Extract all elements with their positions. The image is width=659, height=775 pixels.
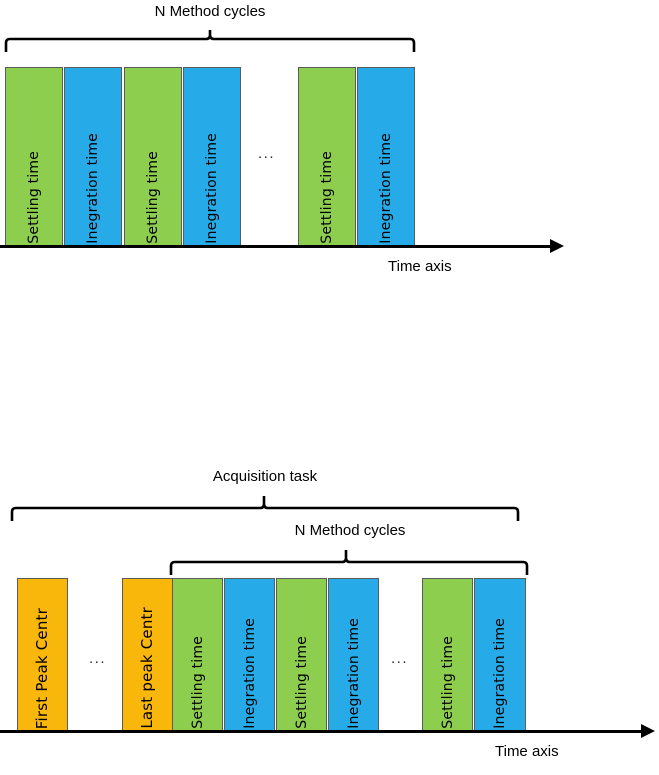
bottom-ellipsis-2: ... xyxy=(391,650,409,667)
top-brace-caption: N Method cycles xyxy=(154,3,266,20)
top-time-axis-arrow xyxy=(550,239,564,253)
bar-integration-time: Inegration time xyxy=(183,67,241,248)
top-brace xyxy=(0,30,430,52)
bar-settling-time: Settling time xyxy=(172,578,223,733)
bar-label: Settling time xyxy=(189,636,206,729)
top-time-axis-caption: Time axis xyxy=(388,258,452,275)
bar-label: Settling time xyxy=(26,151,42,244)
bottom-diagram: Acquisition task N Method cycles First P… xyxy=(0,460,659,775)
bar-label: Inegration time xyxy=(378,133,394,244)
bottom-time-axis-line xyxy=(0,730,643,733)
bottom-inner-brace xyxy=(160,550,540,575)
bottom-outer-brace-caption: Acquisition task xyxy=(212,468,318,485)
bottom-time-axis-caption: Time axis xyxy=(495,743,559,760)
bar-label: Inegration time xyxy=(241,618,258,729)
bottom-time-axis-arrow xyxy=(641,724,655,738)
bar-settling-time: Settling time xyxy=(422,578,473,733)
bar-settling-time: Settling time xyxy=(298,67,356,248)
bottom-outer-brace xyxy=(0,496,540,521)
bottom-inner-brace-caption: N Method cycles xyxy=(294,522,406,539)
top-ellipsis: ... xyxy=(258,145,276,162)
bar-settling-time: Settling time xyxy=(276,578,327,733)
bar-label: Settling time xyxy=(319,151,335,244)
bar-integration-time: Inegration time xyxy=(328,578,379,733)
bar-integration-time: Inegration time xyxy=(224,578,275,733)
top-time-axis-line xyxy=(0,245,552,248)
bar-first-peak-centr: First Peak Centr xyxy=(17,578,68,733)
bar-label: Last peak Centr xyxy=(138,607,156,729)
bar-label: Inegration time xyxy=(345,618,362,729)
bottom-ellipsis-1: ... xyxy=(89,650,107,667)
bar-label: Inegration time xyxy=(492,618,508,729)
bar-label: Inegration time xyxy=(85,133,101,244)
top-diagram: N Method cycles Settling time Inegration… xyxy=(0,0,659,290)
bar-label: Settling time xyxy=(293,636,310,729)
bar-integration-time: Inegration time xyxy=(357,67,415,248)
bar-settling-time: Settling time xyxy=(124,67,182,248)
bar-label: Settling time xyxy=(145,151,161,244)
bar-integration-time: Inegration time xyxy=(64,67,122,248)
bar-settling-time: Settling time xyxy=(5,67,63,248)
bar-label: Settling time xyxy=(439,636,456,729)
bar-last-peak-centr: Last peak Centr xyxy=(122,578,173,733)
bar-label: Inegration time xyxy=(204,133,220,244)
bar-integration-time: Inegration time xyxy=(474,578,526,733)
bar-label: First Peak Centr xyxy=(33,607,51,729)
